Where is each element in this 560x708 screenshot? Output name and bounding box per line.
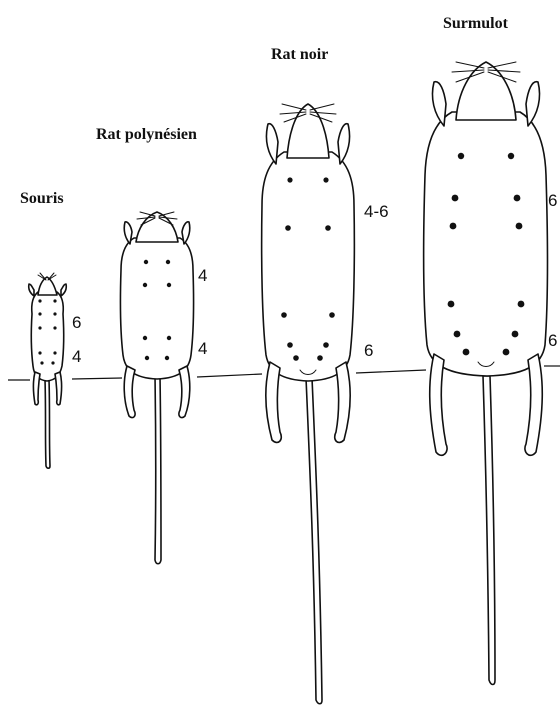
animal-rat-polynesien	[120, 212, 193, 564]
teat-count-rat-polynesien-upper: 4	[198, 266, 207, 285]
species-title-surmulot: Surmulot	[443, 15, 509, 32]
teat-count-souris-upper: 6	[72, 313, 81, 332]
teat-count-surmulot-lower: 6	[548, 331, 557, 350]
animal-surmulot	[424, 62, 548, 685]
teat-count-rat-noir-lower: 6	[364, 341, 373, 360]
species-title-rat-polynesien: Rat polynésien	[96, 126, 197, 143]
animal-rat-noir	[262, 104, 355, 704]
species-title-souris: Souris	[20, 190, 64, 207]
teat-count-souris-lower: 4	[72, 347, 81, 366]
teat-count-rat-polynesien-lower: 4	[198, 339, 207, 358]
species-title-rat-noir: Rat noir	[271, 46, 328, 63]
animal-souris	[29, 273, 67, 468]
teat-count-surmulot-upper: 6	[548, 191, 557, 210]
teat-count-rat-noir-upper: 4-6	[364, 202, 389, 221]
